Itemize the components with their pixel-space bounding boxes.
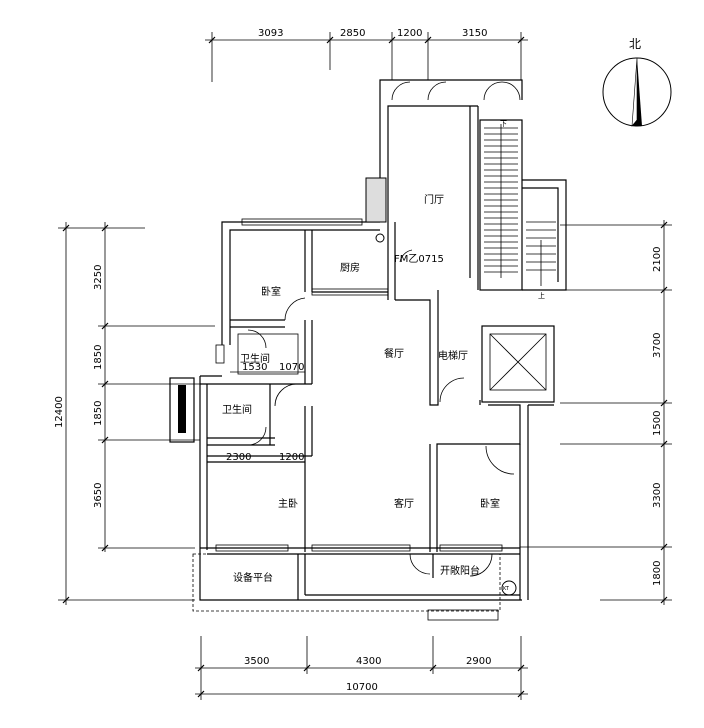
dim-left-4: 3650 — [93, 483, 104, 508]
windows — [215, 218, 503, 552]
room-labels: 门厅 厨房 卧室 FM乙0715 卫生间 卫生间 餐厅 电梯厅 主卧 客厅 卧室… — [222, 193, 500, 584]
dim-bath-b: 1070 — [279, 362, 304, 373]
dim-right-3: 1500 — [652, 411, 663, 436]
bottom-dimensions: 3500 4300 2900 10700 — [195, 636, 528, 700]
dim-bed-a: 2300 — [226, 452, 251, 463]
dim-top-1: 3093 — [258, 28, 283, 39]
room-master: 主卧 — [278, 497, 298, 510]
room-elevator-hall: 电梯厅 — [438, 349, 468, 362]
stair-down-label: 下 — [500, 120, 507, 128]
dim-bed-b: 1200 — [279, 452, 304, 463]
ac-unit-icon — [501, 580, 517, 596]
dim-left-total: 12400 — [54, 396, 65, 428]
top-dimensions: 3093 2850 1200 3150 — [205, 28, 528, 82]
room-equipment: 设备平台 — [233, 571, 273, 584]
left-dimensions: 12400 3250 1850 1850 3650 — [54, 222, 215, 605]
stairs — [484, 124, 556, 286]
dim-bath-a: 1530 — [242, 362, 267, 373]
right-dimensions: 2100 3700 1500 3300 1800 — [520, 220, 672, 605]
dim-right-2: 3700 — [652, 333, 663, 358]
stair-up-label: 上 — [538, 291, 545, 300]
room-bath-2: 卫生间 — [222, 403, 252, 416]
door-code: FM乙0715 — [394, 253, 444, 265]
dim-top-2: 2850 — [340, 28, 365, 39]
dim-bottom-3: 2900 — [466, 656, 491, 667]
dim-left-2: 1850 — [93, 345, 104, 370]
dim-left-1: 3250 — [93, 265, 104, 290]
dim-top-4: 3150 — [462, 28, 487, 39]
dim-bottom-2: 4300 — [356, 656, 381, 667]
room-balcony: 开敞阳台 — [440, 564, 480, 577]
room-bedroom-nw: 卧室 — [261, 285, 281, 298]
room-kitchen: 厨房 — [340, 261, 360, 274]
north-label: 北 — [629, 37, 641, 51]
dim-bottom-1: 3500 — [244, 656, 269, 667]
room-living: 客厅 — [394, 497, 414, 510]
inner-dimensions: 1530 1070 2300 1200 — [207, 362, 305, 463]
dim-top-3: 1200 — [397, 28, 422, 39]
room-foyer: 门厅 — [424, 193, 444, 206]
room-bedroom-e: 卧室 — [480, 497, 500, 510]
dim-right-4: 3300 — [652, 483, 663, 508]
ac-label: KT — [503, 586, 510, 592]
walls — [169, 79, 567, 621]
dim-left-3: 1850 — [93, 401, 104, 426]
doors — [247, 81, 521, 577]
dim-right-5: 1800 — [652, 561, 663, 586]
room-dining: 餐厅 — [384, 347, 404, 360]
dim-right-1: 2100 — [652, 247, 663, 272]
room-bath-1: 卫生间 — [240, 352, 270, 365]
north-arrow: 北 — [602, 37, 672, 127]
dim-bottom-total: 10700 — [346, 682, 378, 693]
